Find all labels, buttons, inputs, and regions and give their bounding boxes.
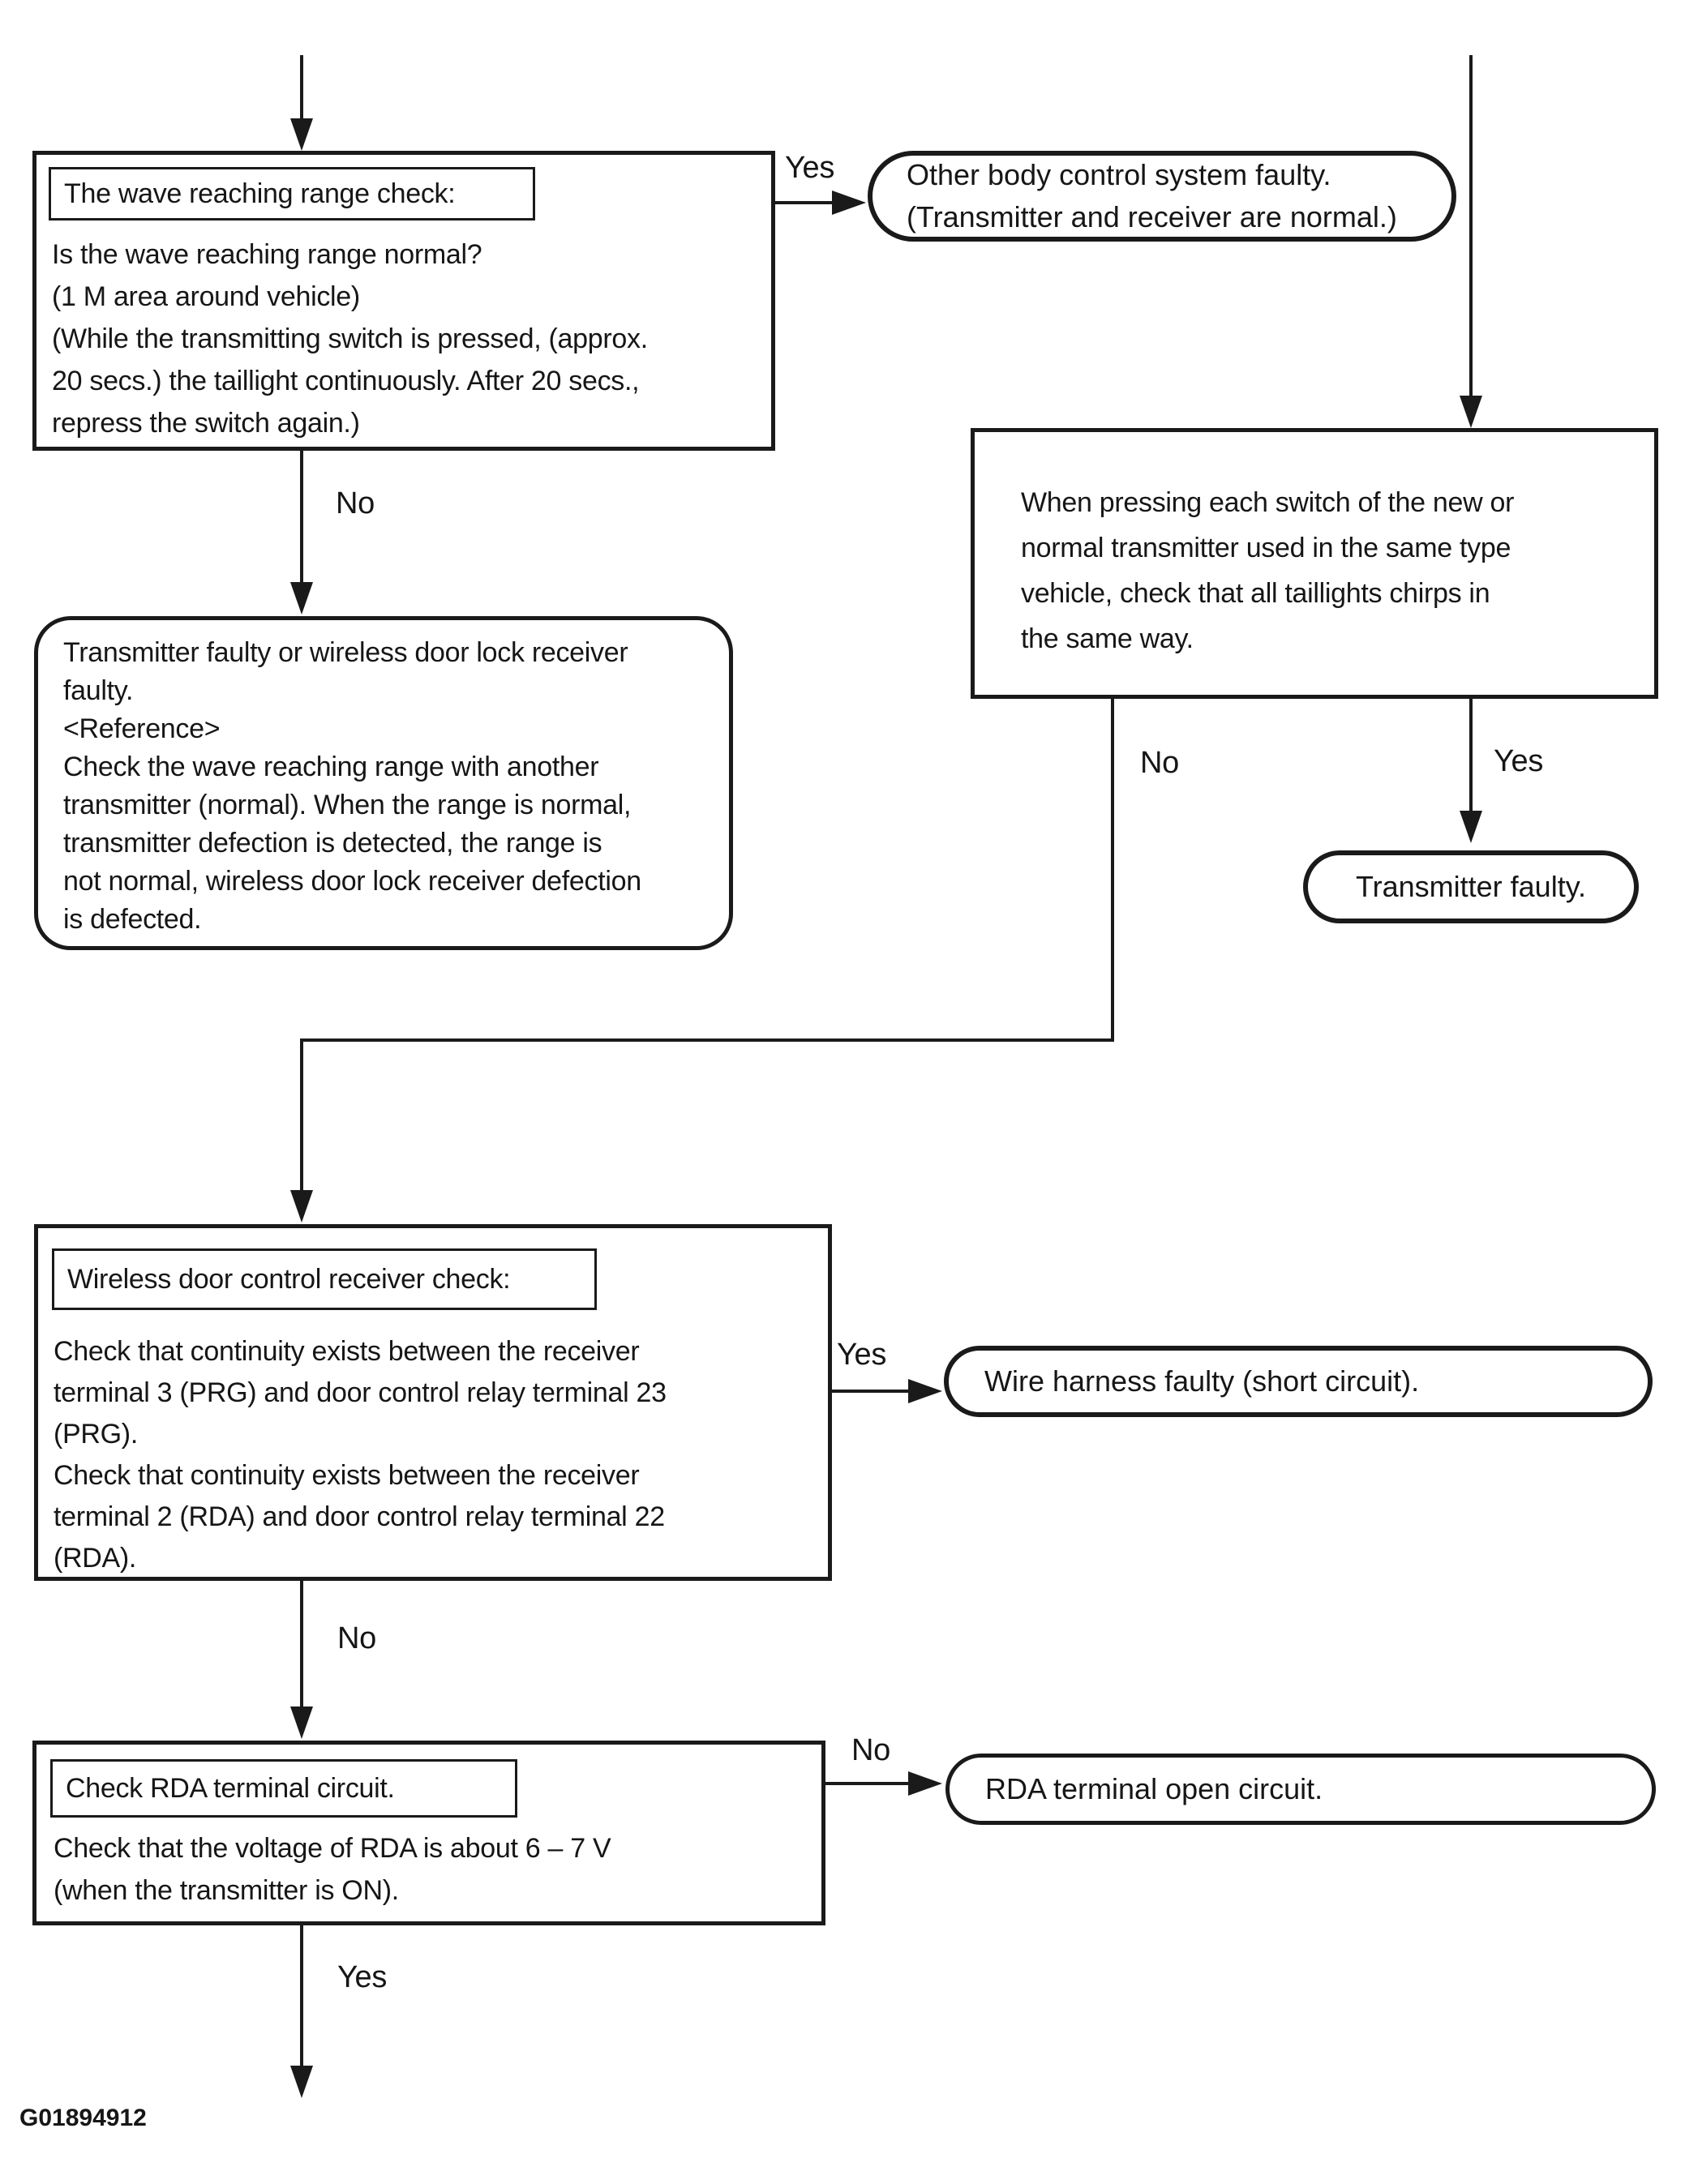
- node-wave-range-check-title: The wave reaching range check:: [49, 167, 535, 221]
- text-line: not normal, wireless door lock receiver …: [63, 866, 641, 897]
- arrowhead-yes-receiver-check: [908, 1379, 942, 1403]
- node-new-transmitter-check-body: When pressing each switch of the new or n…: [1021, 480, 1653, 662]
- node-transmitter-or-receiver-faulty: [34, 616, 733, 950]
- text-line: vehicle, check that all taillights chirp…: [1021, 578, 1490, 609]
- text-line: the same way.: [1021, 623, 1194, 654]
- node-other-body-faulty: Other body control system faulty. (Transm…: [868, 151, 1456, 242]
- edge-label-yes-rda-exit: Yes: [337, 1960, 388, 1994]
- node-rda-open-circuit: RDA terminal open circuit.: [945, 1754, 1656, 1825]
- node-wire-harness-faulty: Wire harness faulty (short circuit).: [944, 1346, 1653, 1417]
- node-rda-open-circuit-text: RDA terminal open circuit.: [985, 1772, 1323, 1805]
- arrowhead-yes-newtx: [1460, 811, 1482, 843]
- arrowhead-no-wave: [290, 582, 313, 615]
- connector-entry-right: [1469, 55, 1473, 399]
- text-line: (While the transmitting switch is presse…: [52, 323, 648, 354]
- arrowhead-yes-rda-exit: [290, 2066, 313, 2098]
- text-line: (PRG).: [54, 1419, 138, 1450]
- edge-no-newtx-vertical: [1111, 699, 1114, 1042]
- text-line: (Transmitter and receiver are normal.): [907, 200, 1397, 233]
- node-transmitter-faulty: Transmitter faulty.: [1303, 850, 1639, 923]
- text-line: is defected.: [63, 904, 202, 935]
- edge-no-wave-to-faulty: [300, 451, 303, 584]
- edge-label-no-rda-check: No: [851, 1733, 890, 1767]
- text-line: transmitter defection is detected, the r…: [63, 828, 602, 859]
- text-line: <Reference>: [63, 713, 221, 744]
- node-receiver-check-title: Wireless door control receiver check:: [52, 1248, 597, 1310]
- text-line: faulty.: [63, 675, 134, 706]
- text-line: Check that the voltage of RDA is about 6…: [54, 1833, 611, 1864]
- edge-no-receiver-check: [300, 1581, 303, 1711]
- text-line: Other body control system faulty.: [907, 158, 1331, 191]
- text-line: 20 secs.) the taillight continuously. Af…: [52, 366, 640, 396]
- arrowhead-yes-wave: [832, 191, 866, 215]
- arrowhead-no-rda-check: [908, 1771, 942, 1796]
- node-rda-check-title: Check RDA terminal circuit.: [50, 1759, 517, 1818]
- edge-no-newtx-vertical2: [300, 1038, 303, 1192]
- node-new-transmitter-check: [971, 428, 1658, 699]
- text-line: When pressing each switch of the new or: [1021, 487, 1515, 518]
- node-transmitter-or-receiver-faulty-body: Transmitter faulty or wireless door lock…: [63, 634, 712, 939]
- edge-label-yes-receiver-check: Yes: [837, 1338, 887, 1372]
- text-line: (when the transmitter is ON).: [54, 1875, 399, 1906]
- edge-label-no-newtx: No: [1140, 746, 1179, 780]
- node-wire-harness-faulty-text: Wire harness faulty (short circuit).: [984, 1364, 1420, 1398]
- arrowhead-entry-top: [290, 118, 313, 151]
- text-line: Is the wave reaching range normal?: [52, 239, 482, 270]
- node-transmitter-faulty-text: Transmitter faulty.: [1355, 870, 1587, 903]
- figure-code: G01894912: [19, 2105, 147, 2131]
- node-wave-range-check-body: Is the wave reaching range normal? (1 M a…: [52, 233, 765, 444]
- text-line: normal transmitter used in the same type: [1021, 533, 1511, 563]
- connector-entry-top: [300, 55, 303, 125]
- edge-yes-wave-to-other-body: [774, 201, 834, 204]
- edge-no-rda-check: [824, 1782, 910, 1785]
- text-line: Check the wave reaching range with anoth…: [63, 752, 599, 782]
- edge-label-no-wave: No: [336, 486, 375, 520]
- node-receiver-check-body: Check that continuity exists between the…: [54, 1331, 816, 1579]
- edge-label-no-receiver-check: No: [337, 1621, 376, 1655]
- text-line: Check that continuity exists between the…: [54, 1460, 640, 1491]
- text-line: terminal 2 (RDA) and door control relay …: [54, 1501, 665, 1532]
- text-line: Check that continuity exists between the…: [54, 1336, 640, 1367]
- node-rda-check-body: Check that the voltage of RDA is about 6…: [54, 1827, 816, 1912]
- text-line: terminal 3 (PRG) and door control relay …: [54, 1377, 667, 1408]
- text-line: Transmitter faulty or wireless door lock…: [63, 637, 628, 668]
- arrowhead-entry-right: [1460, 396, 1482, 428]
- arrowhead-no-newtx: [290, 1190, 313, 1223]
- edge-yes-newtx: [1469, 699, 1473, 814]
- arrowhead-no-receiver-check: [290, 1707, 313, 1739]
- text-line: transmitter (normal). When the range is …: [63, 790, 632, 820]
- text-line: (1 M area around vehicle): [52, 281, 360, 312]
- text-line: repress the switch again.): [52, 408, 360, 439]
- edge-label-yes-top: Yes: [785, 151, 835, 185]
- text-line: (RDA).: [54, 1543, 137, 1574]
- edge-yes-receiver-check: [829, 1390, 911, 1393]
- edge-label-yes-newtx: Yes: [1494, 744, 1544, 778]
- edge-yes-rda-check-exit: [300, 1925, 303, 2070]
- edge-no-newtx-horizontal: [300, 1038, 1114, 1042]
